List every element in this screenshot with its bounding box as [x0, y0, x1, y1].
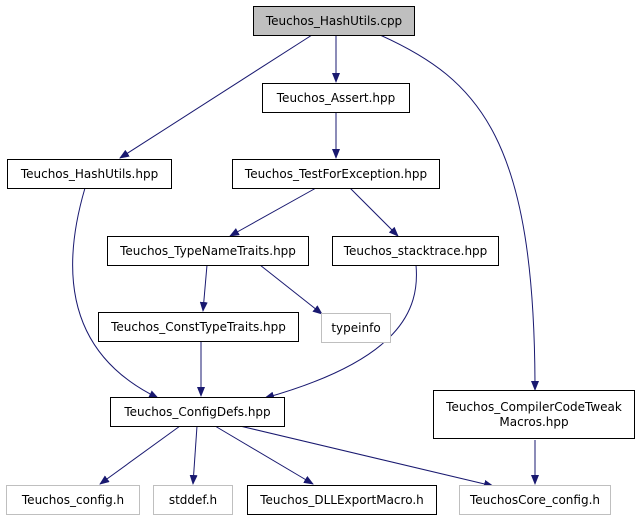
- node-label: TeuchosCore_config.h: [470, 492, 600, 507]
- node-label: Teuchos_HashUtils.cpp: [265, 13, 403, 28]
- node-label: Teuchos_TypeNameTraits.hpp: [120, 243, 296, 258]
- edge-configdefs-to-dllexport: [214, 425, 314, 485]
- edge-configdefs-to-teuchoscore-config: [239, 425, 494, 488]
- node-label-line1: Teuchos_CompilerCodeTweak: [446, 399, 622, 414]
- node-label: Teuchos_config.h: [21, 492, 125, 507]
- edge-configdefs-to-config-h: [99, 425, 181, 485]
- node-testforexception-hpp[interactable]: Teuchos_TestForException.hpp: [232, 159, 440, 189]
- edge-hashutils-cpp-to-hashutils-hpp: [119, 34, 313, 159]
- edge-hashutils-cpp-to-compilercodetweak: [379, 34, 539, 391]
- node-label: Teuchos_stacktrace.hpp: [343, 243, 488, 258]
- node-stddef-h[interactable]: stddef.h: [153, 485, 233, 515]
- node-label: Teuchos_ConstTypeTraits.hpp: [111, 319, 286, 334]
- node-label: stddef.h: [168, 492, 218, 507]
- edge-typenametraits-to-typeinfo: [259, 264, 323, 315]
- edge-testforexception-to-stacktrace: [349, 187, 399, 237]
- node-stacktrace-hpp[interactable]: Teuchos_stacktrace.hpp: [332, 236, 499, 266]
- node-label: Teuchos_HashUtils.hpp: [20, 166, 159, 181]
- node-assert-hpp[interactable]: Teuchos_Assert.hpp: [262, 83, 410, 113]
- node-label: Teuchos_ConfigDefs.hpp: [124, 404, 271, 419]
- node-configdefs-hpp[interactable]: Teuchos_ConfigDefs.hpp: [110, 397, 285, 427]
- node-teuchoscore-config-h[interactable]: TeuchosCore_config.h: [459, 485, 611, 515]
- node-typenametraits-hpp[interactable]: Teuchos_TypeNameTraits.hpp: [107, 236, 309, 266]
- node-config-h[interactable]: Teuchos_config.h: [6, 485, 140, 515]
- node-label: typeinfo: [331, 320, 381, 335]
- node-hashutils-hpp[interactable]: Teuchos_HashUtils.hpp: [7, 159, 172, 189]
- node-label-line2: Macros.hpp: [499, 414, 569, 429]
- edge-configdefs-to-stddef: [189, 425, 198, 485]
- node-hashutils-cpp[interactable]: Teuchos_HashUtils.cpp: [253, 6, 415, 36]
- edge-typenametraits-to-consttypetraits: [199, 264, 208, 312]
- node-label: Teuchos_Assert.hpp: [276, 90, 396, 105]
- node-label: Teuchos_DLLExportMacro.h: [260, 492, 424, 507]
- node-compilercodetweak-macros-hpp[interactable]: Teuchos_CompilerCodeTweak Macros.hpp: [433, 390, 635, 439]
- node-label: Teuchos_TestForException.hpp: [244, 166, 428, 181]
- node-typeinfo[interactable]: typeinfo: [321, 313, 391, 343]
- edge-testforexception-to-typenametraits: [229, 187, 317, 237]
- edge-hashutils-hpp-to-configdefs: [72, 187, 159, 399]
- edge-stacktrace-to-configdefs: [264, 264, 417, 400]
- node-consttypetraits-hpp[interactable]: Teuchos_ConstTypeTraits.hpp: [98, 312, 299, 342]
- node-dllexportmacro-h[interactable]: Teuchos_DLLExportMacro.h: [247, 485, 437, 515]
